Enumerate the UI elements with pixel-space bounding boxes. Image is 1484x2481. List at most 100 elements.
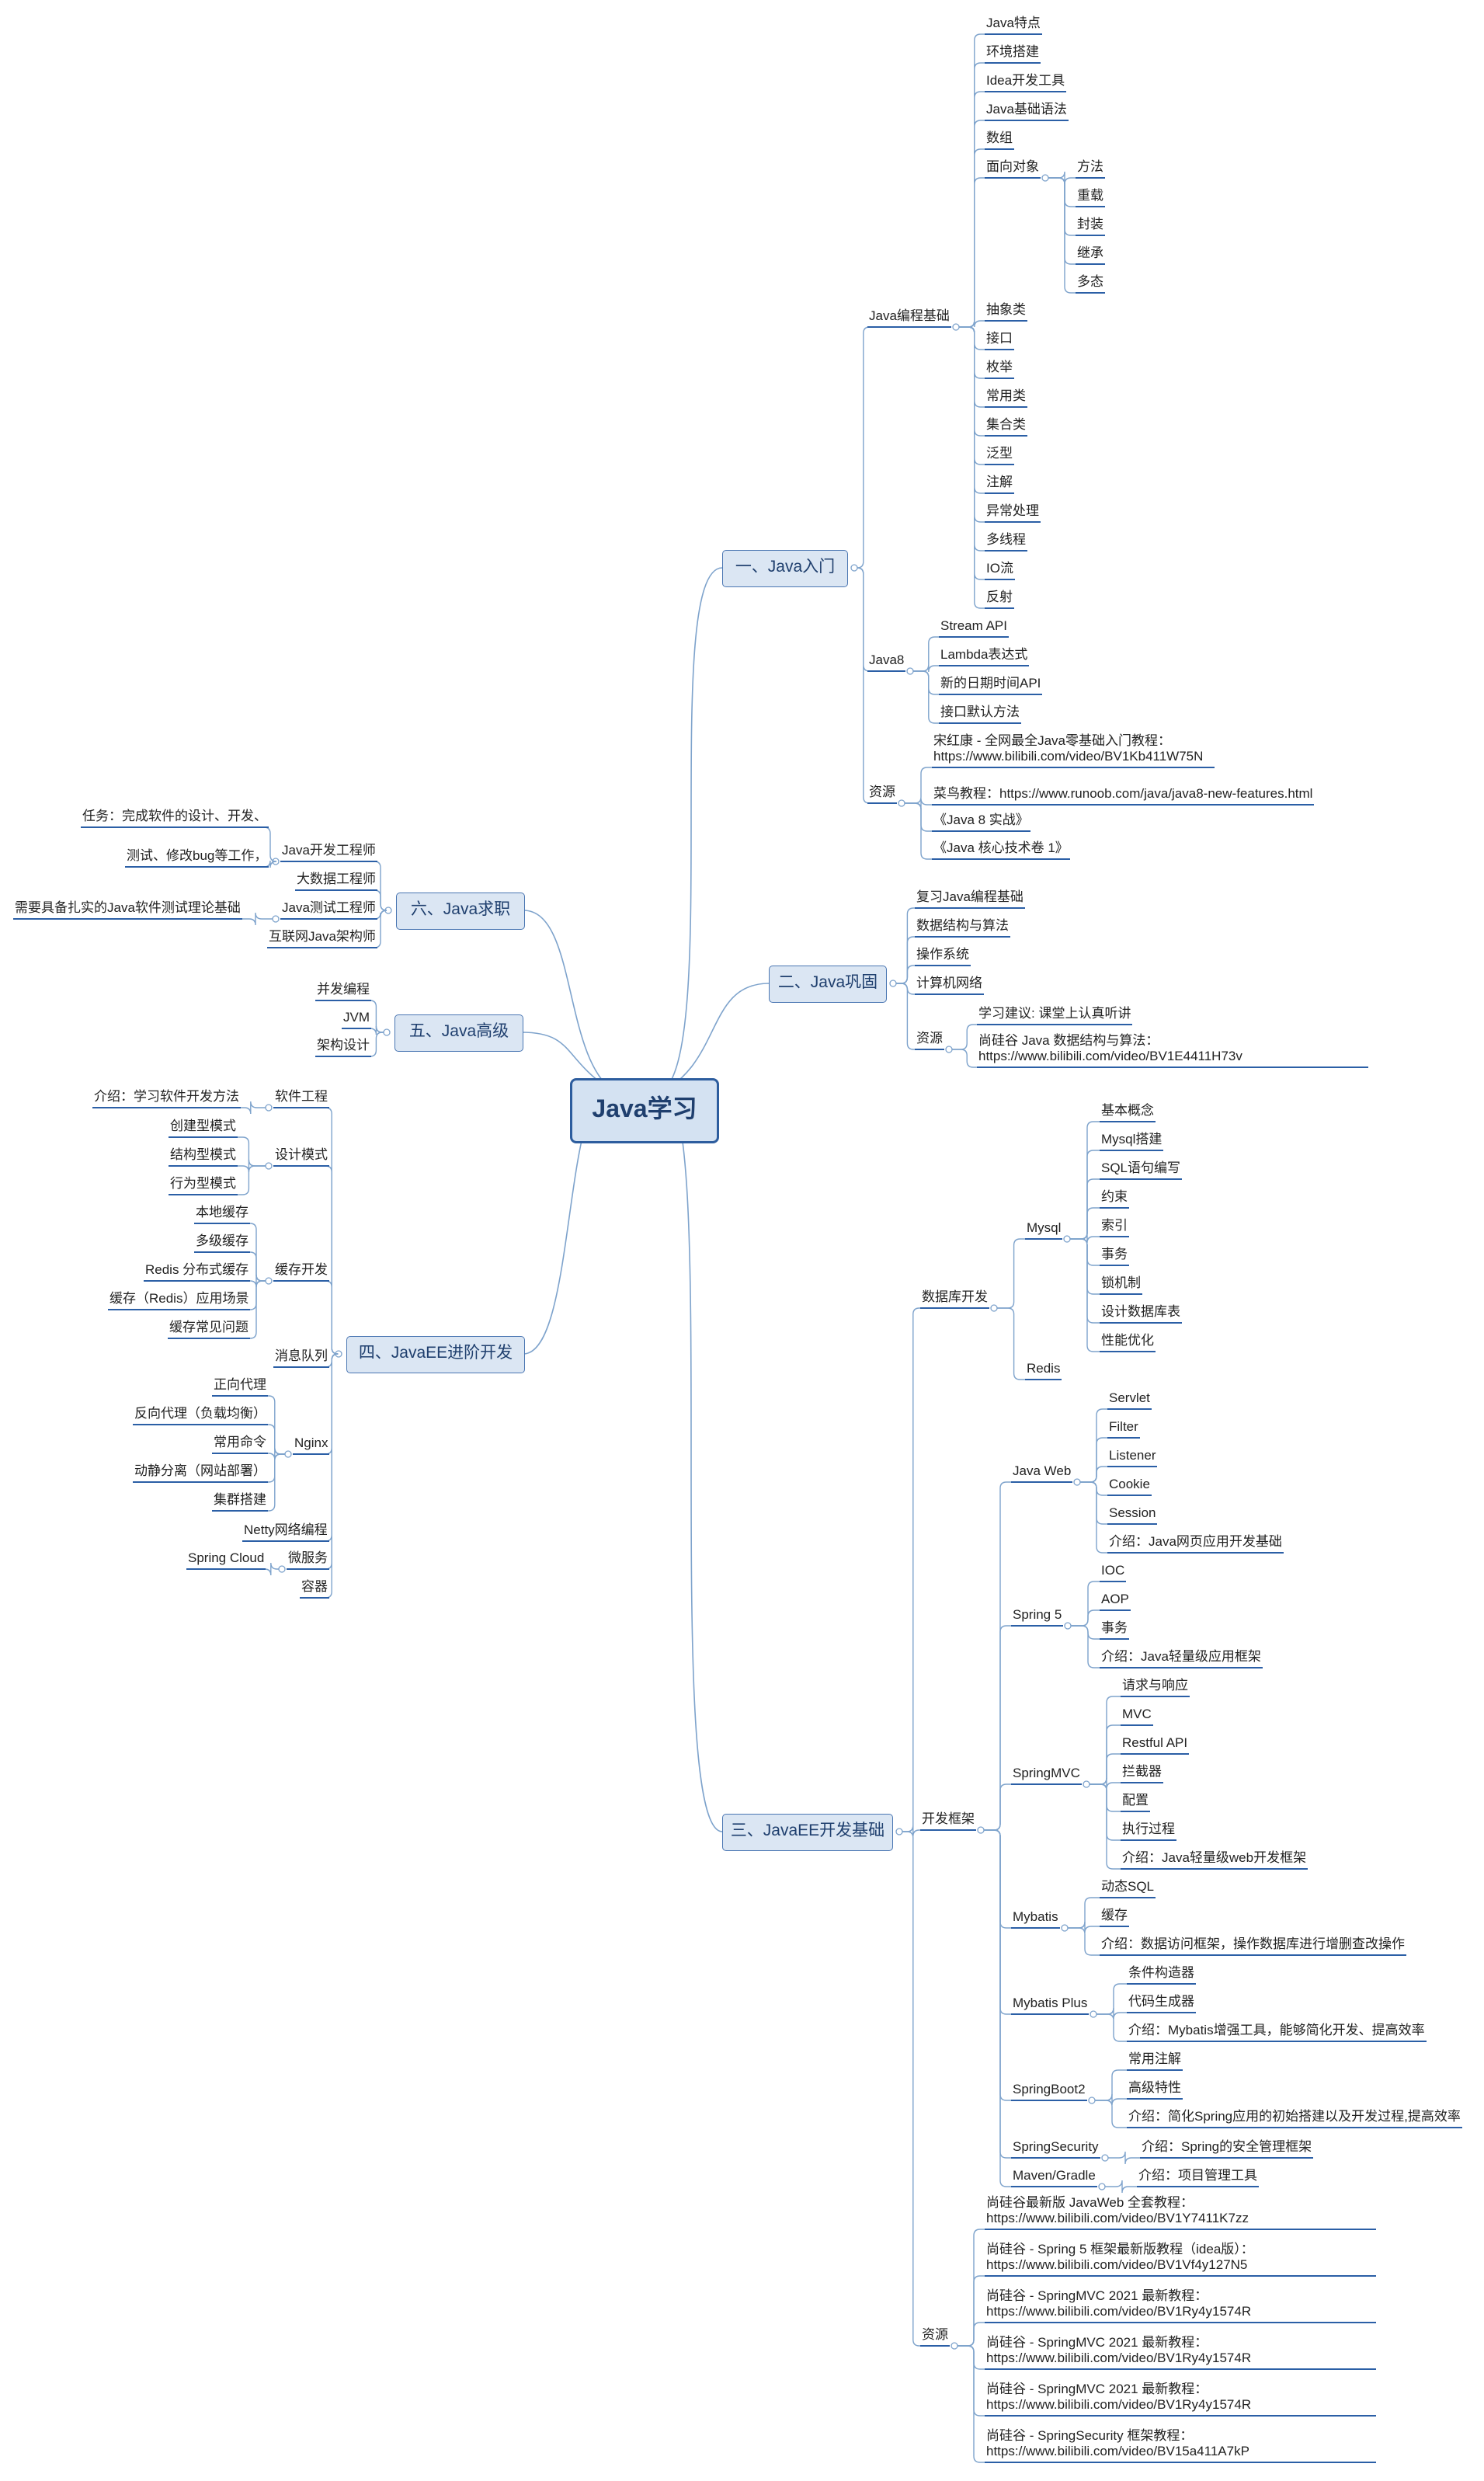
branch-topic[interactable]: SpringBoot2 — [1011, 2082, 1087, 2101]
leaf-topic[interactable]: 配置 — [1121, 1793, 1150, 1812]
collapse-toggle[interactable] — [265, 1104, 273, 1112]
leaf-topic[interactable]: 常用类 — [985, 388, 1027, 408]
branch-topic[interactable]: SpringSecurity — [1011, 2139, 1100, 2159]
leaf-topic[interactable]: 异常处理 — [985, 503, 1041, 523]
branch-topic[interactable]: Java8 — [867, 652, 906, 672]
collapse-toggle[interactable] — [945, 1046, 953, 1053]
leaf-topic[interactable]: 本地缓存 — [194, 1205, 250, 1224]
leaf-topic[interactable]: 动态SQL — [1100, 1879, 1156, 1898]
leaf-topic[interactable]: AOP — [1100, 1592, 1131, 1611]
leaf-topic[interactable]: 尚硅谷 - Spring 5 框架最新版教程（idea版）：https://ww… — [985, 2242, 1376, 2277]
branch-topic[interactable]: Nginx — [293, 1435, 330, 1455]
collapse-toggle[interactable] — [1041, 174, 1049, 182]
collapse-toggle[interactable] — [1064, 1622, 1072, 1630]
leaf-topic[interactable]: 正向代理 — [212, 1377, 268, 1397]
leaf-topic[interactable]: 反向代理（负载均衡） — [133, 1406, 268, 1425]
leaf-topic[interactable]: 结构型模式 — [169, 1147, 238, 1167]
root-topic[interactable]: Java学习 — [570, 1078, 719, 1143]
branch-topic[interactable]: Spring 5 — [1011, 1607, 1064, 1627]
collapse-toggle[interactable] — [1098, 2183, 1106, 2190]
branch-topic[interactable]: 资源 — [867, 785, 897, 804]
leaf-topic[interactable]: 介绍：简化Spring应用的初始搭建以及开发过程,提高效率 — [1127, 2109, 1462, 2128]
branch-b5[interactable]: 五、Java高级 — [394, 1014, 523, 1052]
leaf-topic[interactable]: 拦截器 — [1121, 1764, 1163, 1783]
collapse-toggle[interactable] — [895, 1828, 903, 1836]
leaf-topic[interactable]: 枚举 — [985, 360, 1014, 379]
leaf-topic[interactable]: 重载 — [1076, 188, 1105, 207]
branch-topic[interactable]: 缓存开发 — [273, 1262, 329, 1282]
branch-b2[interactable]: 二、Java巩固 — [769, 966, 887, 1003]
collapse-toggle[interactable] — [977, 1826, 985, 1834]
leaf-topic[interactable]: 介绍：数据访问框架，操作数据库进行增删查改操作 — [1100, 1936, 1406, 1956]
leaf-topic[interactable]: 尚硅谷最新版 JavaWeb 全套教程：https://www.bilibili… — [985, 2195, 1376, 2230]
leaf-topic[interactable]: 多态 — [1076, 274, 1105, 294]
leaf-topic[interactable]: SQL语句编写 — [1100, 1160, 1183, 1180]
leaf-topic[interactable]: Stream API — [939, 618, 1009, 638]
branch-topic[interactable]: Java开发工程师 — [280, 843, 377, 862]
leaf-topic[interactable]: 尚硅谷 - SpringMVC 2021 最新教程：https://www.bi… — [985, 2335, 1376, 2370]
leaf-topic[interactable]: Java基础语法 — [985, 102, 1069, 121]
leaf-topic[interactable]: 架构设计 — [315, 1038, 371, 1057]
leaf-topic[interactable]: 《Java 核心技术卷 1》 — [932, 840, 1070, 860]
leaf-topic[interactable]: 多级缓存 — [194, 1234, 250, 1253]
leaf-topic[interactable]: 任务：完成软件的设计、开发、 — [81, 809, 269, 828]
branch-topic[interactable]: Mybatis — [1011, 1909, 1060, 1929]
leaf-topic[interactable]: Redis 分布式缓存 — [144, 1262, 251, 1282]
leaf-topic[interactable]: 测试、修改bug等工作， — [125, 848, 269, 868]
leaf-topic[interactable]: 锁机制 — [1100, 1275, 1142, 1295]
leaf-topic[interactable]: 设计数据库表 — [1100, 1304, 1182, 1324]
leaf-topic[interactable]: 消息队列 — [273, 1348, 329, 1368]
leaf-topic[interactable]: 需要具备扎实的Java软件测试理论基础 — [13, 900, 242, 920]
leaf-topic[interactable]: 新的日期时间API — [939, 676, 1043, 695]
leaf-topic[interactable]: 性能优化 — [1100, 1333, 1156, 1352]
leaf-topic[interactable]: 动静分离（网站部署） — [133, 1463, 268, 1483]
leaf-topic[interactable]: 缓存 — [1100, 1908, 1129, 1927]
branch-topic[interactable]: Mysql — [1025, 1220, 1063, 1240]
leaf-topic[interactable]: 注解 — [985, 475, 1014, 494]
branch-topic[interactable]: Java编程基础 — [867, 308, 951, 328]
branch-topic[interactable]: 资源 — [915, 1031, 944, 1050]
collapse-toggle[interactable] — [1101, 2154, 1109, 2162]
leaf-topic[interactable]: Spring Cloud — [186, 1550, 266, 1570]
leaf-topic[interactable]: JVM — [342, 1010, 371, 1029]
branch-topic[interactable]: 数据库开发 — [920, 1289, 989, 1309]
leaf-topic[interactable]: 封装 — [1076, 217, 1105, 236]
leaf-topic[interactable]: 集群搭建 — [212, 1492, 268, 1512]
leaf-topic[interactable]: Servlet — [1107, 1390, 1152, 1410]
branch-topic[interactable]: SpringMVC — [1011, 1766, 1082, 1785]
collapse-toggle[interactable] — [265, 1277, 273, 1285]
leaf-topic[interactable]: 介绍：Java轻量级应用框架 — [1100, 1649, 1263, 1668]
leaf-topic[interactable]: 《Java 8 实战》 — [932, 813, 1030, 832]
collapse-toggle[interactable] — [906, 667, 914, 675]
leaf-topic[interactable]: 常用注解 — [1127, 2051, 1183, 2071]
leaf-topic[interactable]: 缓存常见问题 — [168, 1320, 250, 1339]
leaf-topic[interactable]: 常用命令 — [212, 1435, 268, 1454]
leaf-topic[interactable]: 继承 — [1076, 245, 1105, 265]
branch-b1[interactable]: 一、Java入门 — [722, 550, 848, 587]
branch-topic[interactable]: 开发框架 — [920, 1811, 976, 1831]
leaf-topic[interactable]: 环境搭建 — [985, 44, 1041, 64]
branch-topic[interactable]: 设计模式 — [273, 1147, 329, 1167]
leaf-topic[interactable]: 介绍：项目管理工具 — [1137, 2168, 1259, 2187]
leaf-topic[interactable]: Redis — [1025, 1361, 1062, 1380]
leaf-topic[interactable]: 高级特性 — [1127, 2080, 1183, 2100]
leaf-topic[interactable]: IO流 — [985, 561, 1015, 580]
leaf-topic[interactable]: 复习Java编程基础 — [915, 889, 1025, 909]
leaf-topic[interactable]: 抽象类 — [985, 302, 1027, 322]
leaf-topic[interactable]: 尚硅谷 - SpringSecurity 框架教程：https://www.bi… — [985, 2428, 1376, 2463]
leaf-topic[interactable]: 泛型 — [985, 446, 1014, 465]
collapse-toggle[interactable] — [990, 1304, 998, 1312]
leaf-topic[interactable]: Listener — [1107, 1448, 1158, 1467]
leaf-topic[interactable]: Session — [1107, 1505, 1158, 1525]
branch-topic[interactable]: Java Web — [1011, 1463, 1073, 1483]
leaf-topic[interactable]: Idea开发工具 — [985, 73, 1067, 92]
leaf-topic[interactable]: Lambda表达式 — [939, 647, 1030, 666]
leaf-topic[interactable]: 宋红康 - 全网最全Java零基础入门教程：https://www.bilibi… — [932, 733, 1215, 768]
branch-topic[interactable]: 微服务 — [287, 1550, 329, 1570]
leaf-topic[interactable]: 事务 — [1100, 1247, 1129, 1266]
leaf-topic[interactable]: 介绍：Spring的安全管理框架 — [1140, 2139, 1314, 2159]
leaf-topic[interactable]: 创建型模式 — [169, 1119, 238, 1138]
collapse-toggle[interactable] — [952, 323, 960, 331]
collapse-toggle[interactable] — [951, 2342, 958, 2350]
leaf-topic[interactable]: 尚硅谷 - SpringMVC 2021 最新教程：https://www.bi… — [985, 2382, 1376, 2417]
